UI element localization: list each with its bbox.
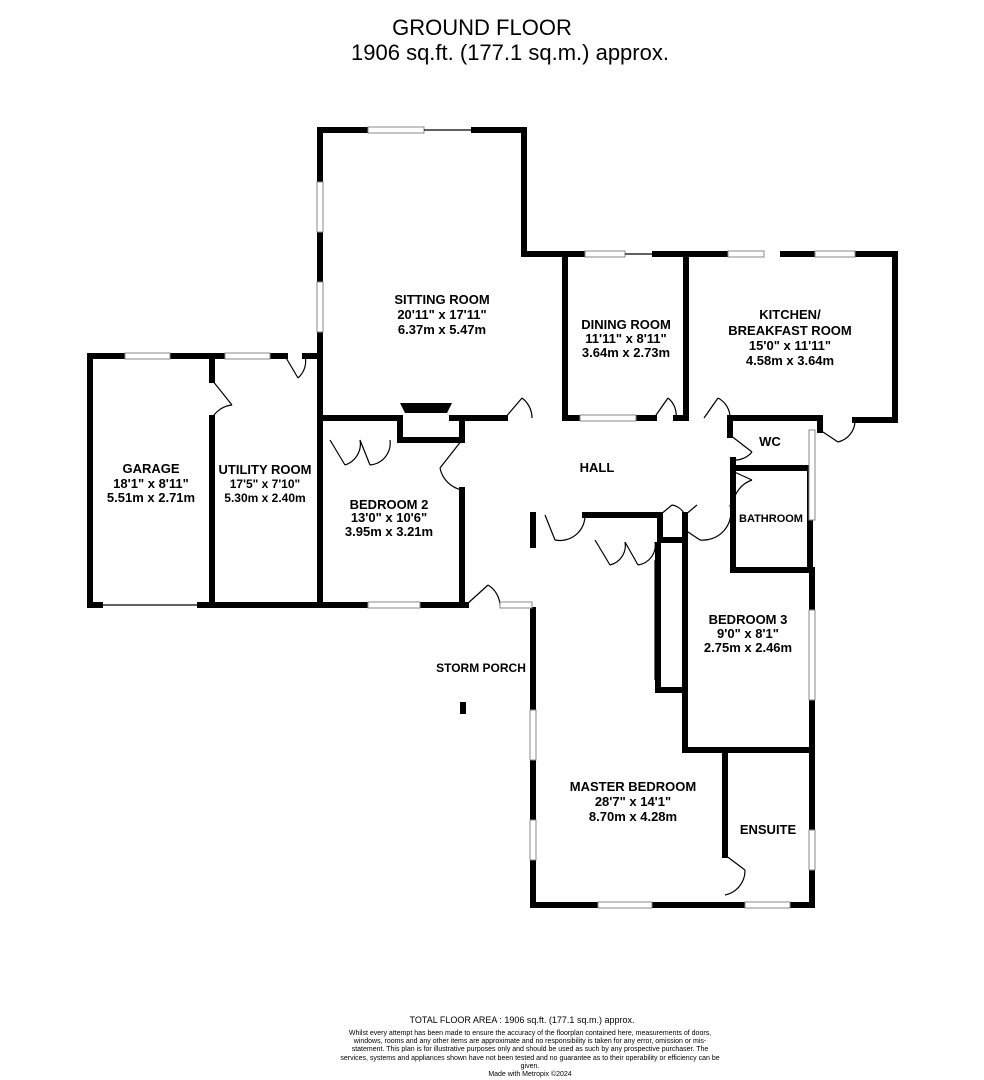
kitchen-dim-metric: 4.58m x 3.64m [746, 353, 834, 368]
room-bedroom3: BEDROOM 3 9'0" x 8'1" 2.75m x 2.46m [704, 612, 792, 655]
dining-room-name: DINING ROOM [581, 317, 671, 332]
floor-area: 1906 sq.ft. (177.1 sq.m.) approx. [351, 40, 669, 65]
room-bedroom2: BEDROOM 2 13'0" x 10'6" 3.95m x 3.21m [345, 497, 433, 539]
bedroom2-dim-metric: 3.95m x 3.21m [345, 524, 433, 539]
sitting-room-dim-metric: 6.37m x 5.47m [398, 322, 486, 337]
room-dining: DINING ROOM 11'11" x 8'11" 3.64m x 2.73m [581, 317, 671, 360]
kitchen-name-line2: BREAKFAST ROOM [728, 323, 852, 338]
room-sitting: SITTING ROOM 20'11" x 17'11" 6.37m x 5.4… [394, 292, 489, 337]
master-bedroom-dim-imperial: 28'7" x 14'1" [595, 794, 671, 809]
room-garage: GARAGE 18'1" x 8'11" 5.51m x 2.71m [107, 461, 195, 505]
floor-title: GROUND FLOOR [392, 15, 572, 40]
utility-room-dim-metric: 5.30m x 2.40m [224, 491, 305, 505]
bedroom2-name: BEDROOM 2 [350, 497, 429, 512]
utility-room-dim-imperial: 17'5" x 7'10" [230, 477, 300, 491]
ensuite-name: ENSUITE [740, 822, 797, 837]
garage-name: GARAGE [122, 461, 179, 476]
storm-porch-name: STORM PORCH [436, 661, 526, 675]
room-kitchen: KITCHEN/ BREAKFAST ROOM 15'0" x 11'11" 4… [728, 307, 852, 368]
garage-dim-imperial: 18'1" x 8'11" [113, 476, 189, 491]
bedroom3-dim-metric: 2.75m x 2.46m [704, 640, 792, 655]
kitchen-name-line1: KITCHEN/ [759, 307, 821, 322]
bedroom2-dim-imperial: 13'0" x 10'6" [351, 510, 427, 525]
room-master: MASTER BEDROOM 28'7" x 14'1" 8.70m x 4.2… [570, 779, 696, 824]
sitting-room-dim-imperial: 20'11" x 17'11" [397, 307, 486, 322]
credit: Made with Metropix ©2024 [488, 1071, 572, 1079]
total-floor-area: TOTAL FLOOR AREA : 1906 sq.ft. (177.1 sq… [409, 1015, 635, 1025]
kitchen-dim-imperial: 15'0" x 11'11" [749, 338, 831, 353]
hall-name: HALL [580, 460, 615, 475]
bathroom-name: BATHROOM [739, 513, 803, 525]
bedroom3-name: BEDROOM 3 [709, 612, 788, 627]
master-bedroom-name: MASTER BEDROOM [570, 779, 696, 794]
room-utility: UTILITY ROOM 17'5" x 7'10" 5.30m x 2.40m [219, 462, 312, 505]
wc-name: WC [759, 434, 781, 449]
bedroom3-dim-imperial: 9'0" x 8'1" [717, 626, 779, 641]
utility-room-name: UTILITY ROOM [219, 462, 312, 477]
garage-dim-metric: 5.51m x 2.71m [107, 490, 195, 505]
master-bedroom-dim-metric: 8.70m x 4.28m [589, 809, 677, 824]
disclaimer: Whilst every attempt has been made to en… [340, 1030, 720, 1079]
door-swings [211, 355, 856, 896]
windows [100, 126, 856, 909]
sitting-room-name: SITTING ROOM [394, 292, 489, 307]
dining-room-dim-metric: 3.64m x 2.73m [582, 345, 670, 360]
disclaimer-text: Whilst every attempt has been made to en… [340, 1030, 720, 1070]
dining-room-dim-imperial: 11'11" x 8'11" [585, 331, 666, 346]
